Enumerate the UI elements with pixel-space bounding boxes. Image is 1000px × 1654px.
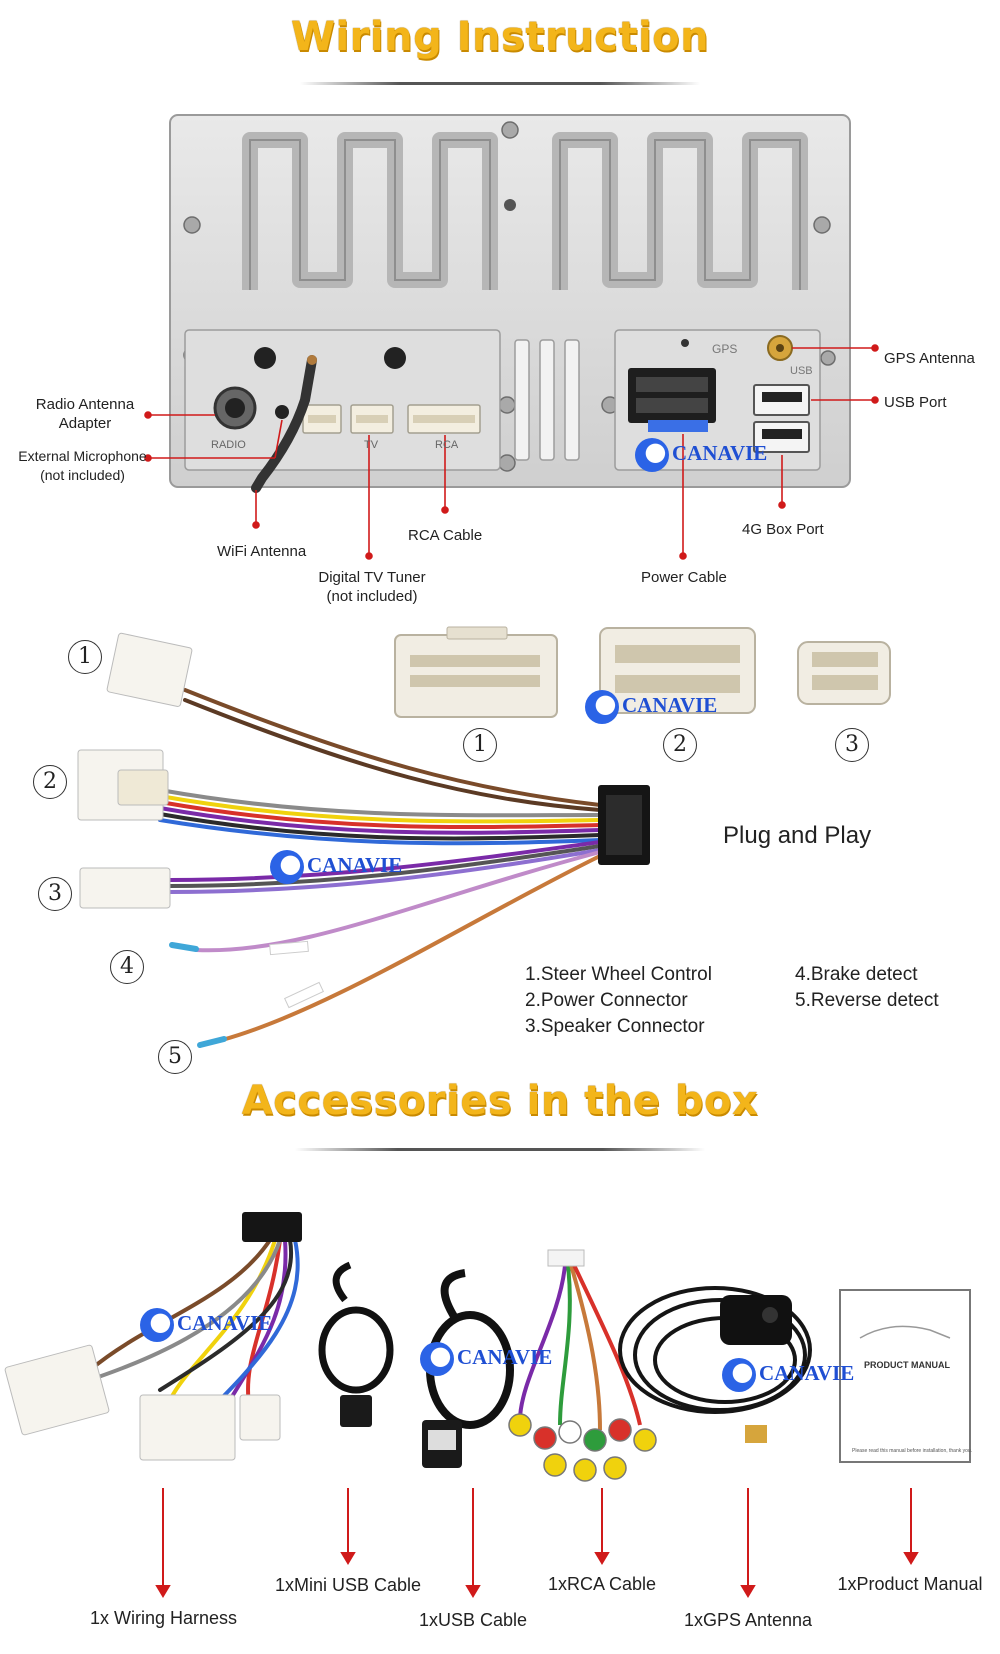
brand-logo-icon: [140, 1308, 174, 1342]
manual-cover-footer: Please read this manual before installat…: [852, 1448, 973, 1454]
wiring-instruction-title: Wiring Instruction: [290, 14, 710, 60]
acc-product-manual: [839, 1289, 971, 1463]
harness-number-3: 3: [38, 877, 72, 911]
acc-mini-usb-plug: [340, 1395, 372, 1427]
callout-wifi-antenna: WiFi Antenna: [217, 543, 307, 560]
speaker-plug: [79, 867, 171, 909]
callout-digital-tv-tuner: Digital TV Tuner(not included): [318, 569, 426, 605]
brand-logo-icon: [420, 1342, 454, 1376]
harness-legend-left: 1.Steer Wheel Control 2.Power Connector …: [525, 964, 712, 1037]
accessories-title-underline: [295, 1148, 705, 1151]
callout-gps-antenna: GPS Antenna: [884, 350, 975, 367]
microphone-jack: [275, 405, 289, 419]
accessories-title: Accessories in the box: [241, 1078, 759, 1124]
harness-legend-right: 4.Brake detect 5.Reverse detect: [795, 964, 939, 1011]
title-underline: [300, 82, 700, 85]
acc-gps-antenna-puck: [720, 1295, 792, 1345]
panel-label-rca: RCA: [435, 439, 459, 451]
brand-logo-icon: [585, 690, 619, 724]
acc-harness-iso-plug: [242, 1212, 302, 1242]
harness-number-2: 2: [33, 765, 67, 799]
panel-label-usb: USB: [790, 365, 813, 377]
callout-usb-port: USB Port: [884, 394, 947, 411]
brand-watermark-acc-2: CANAVIE: [420, 1342, 552, 1376]
panel-label-radio: RADIO: [211, 439, 246, 451]
steer-wheel-plug: [106, 632, 193, 707]
callout-external-microphone: External Microphone(not included): [18, 448, 147, 483]
brand-watermark-acc-3: CANAVIE: [722, 1358, 854, 1392]
accessory-mini-usb-cable: 1xMini USB Cable: [274, 1575, 422, 1595]
acc-gps-connector: [745, 1425, 767, 1443]
brand-watermark-harness-top: CANAVIE: [585, 690, 717, 724]
brand-watermark-acc-1: CANAVIE: [140, 1308, 272, 1342]
brand-logo-icon: [722, 1358, 756, 1392]
panel-label-tv: TV: [364, 439, 379, 451]
accessory-rca-cable: 1xRCA Cable: [547, 1574, 657, 1594]
brand-watermark: CANAVIE: [635, 438, 767, 472]
acc-rca-plugs: [508, 1413, 657, 1482]
accessory-gps-antenna: 1xGPS Antenna: [683, 1610, 813, 1630]
panel-label-gps: GPS: [712, 342, 738, 356]
callout-power-cable: Power Cable: [641, 569, 727, 586]
connector-face-number-2: 2: [663, 728, 697, 762]
callout-rca-cable: RCA Cable: [408, 527, 483, 544]
accessory-wiring-harness: 1x Wiring Harness: [89, 1608, 238, 1628]
harness-number-4: 4: [110, 950, 144, 984]
wifi-antenna-cable: [251, 355, 317, 493]
manual-cover-title: PRODUCT MANUAL: [864, 1360, 950, 1370]
connector-face-number-3: 3: [835, 728, 869, 762]
harness-number-5: 5: [158, 1040, 192, 1074]
plug-and-play-label: Plug and Play: [723, 822, 872, 849]
acc-harness-plug-b: [139, 1394, 236, 1461]
brand-watermark-harness: CANAVIE: [270, 850, 402, 884]
acc-harness-plug-c: [239, 1394, 281, 1441]
accessory-product-manual: 1xProduct Manual: [837, 1574, 983, 1594]
harness-number-1: 1: [68, 640, 102, 674]
connector-face-number-1: 1: [463, 728, 497, 762]
accessory-usb-cable: 1xUSB Cable: [418, 1610, 528, 1630]
brand-logo-icon: [635, 438, 669, 472]
acc-harness-plug-a: [4, 1344, 110, 1436]
brand-logo-icon: [270, 850, 304, 884]
callout-4g-box-port: 4G Box Port: [742, 521, 824, 538]
